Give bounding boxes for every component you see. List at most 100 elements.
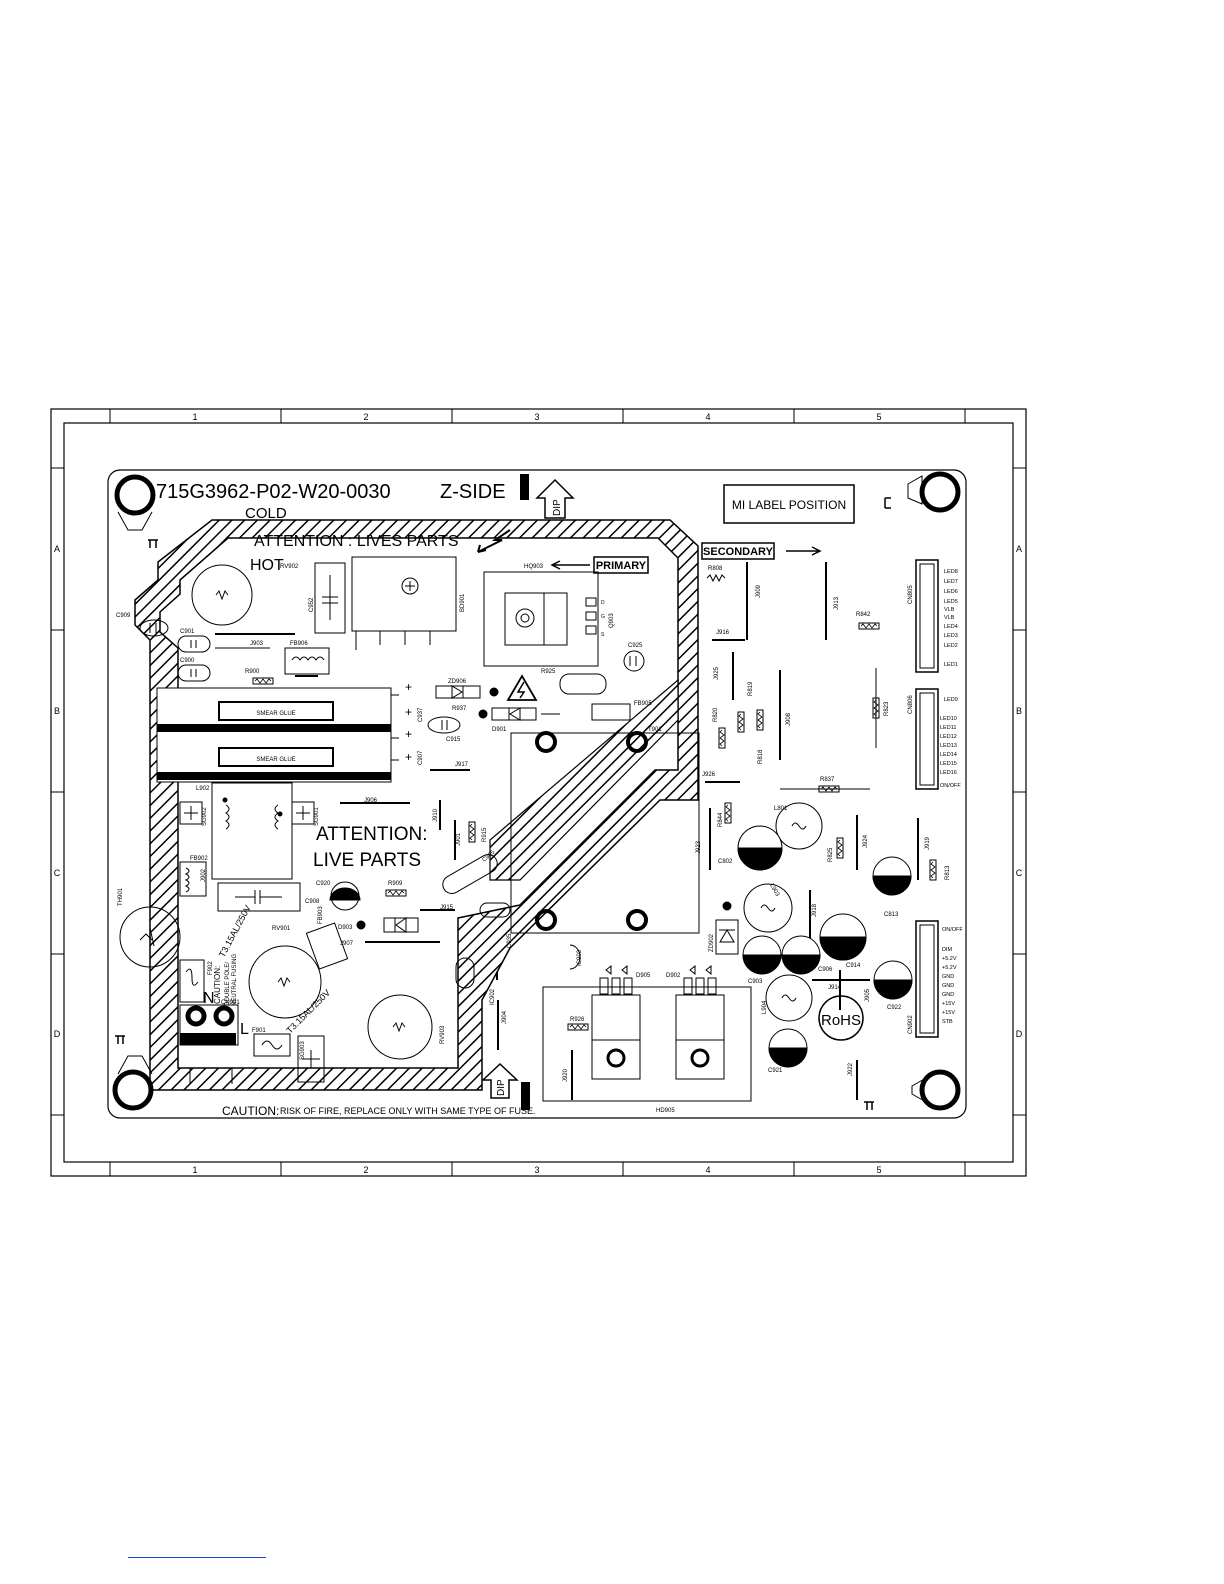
cn902-pin: ON/OFF: [942, 927, 963, 933]
ref-sg902: SG902: [202, 807, 208, 826]
ref-c915: C915: [446, 737, 461, 743]
ref-t901: T901: [648, 727, 662, 733]
ref-d901: D901: [492, 727, 507, 733]
secondary-label: SECONDARY: [703, 546, 774, 558]
grid-labels: 1 2 3 4 5 1 2 3 4 5 A B C D A B C D: [54, 412, 1023, 1175]
heatsink-hq903: [483, 571, 599, 667]
cn806-pin: LED13: [940, 743, 957, 749]
frame: [50, 408, 1027, 1177]
caution-fuse-3: NEUTRAL FUSING: [232, 954, 238, 1006]
cn805-pin: LED1: [944, 662, 958, 668]
cn902-pin: +15V: [942, 1010, 955, 1016]
ref-cn901: CN901: [221, 1000, 240, 1006]
ref-c921: C921: [768, 1068, 783, 1074]
svg-text:+: +: [405, 680, 412, 694]
ref-j903: J903: [250, 641, 264, 647]
cn805-pin: VLB: [944, 607, 955, 613]
ref-fb903: FB903: [318, 906, 324, 924]
caution-bottom-text: RISK OF FIRE, REPLACE ONLY WITH SAME TYP…: [280, 1106, 536, 1116]
ref-c900: C900: [180, 658, 195, 664]
ref-j917: J917: [455, 762, 469, 768]
cn805-pin: LED4: [944, 624, 958, 630]
inductor-l801: [775, 802, 823, 850]
rohs-badge: [818, 995, 864, 1041]
smear-glue-label-1: SMEAR GLUE: [256, 711, 295, 717]
svg-text:+: +: [405, 727, 412, 741]
cn902-pin: GND: [942, 992, 954, 998]
col-label-3-bottom: 3: [534, 1165, 539, 1175]
ref-d905: D905: [636, 973, 651, 979]
primary-box: [593, 556, 649, 574]
attention-mid-1: ATTENTION:: [316, 824, 428, 845]
ref-j924: J924: [863, 834, 869, 848]
ref-fb906: FB906: [290, 641, 308, 647]
fuse-rating-2: T3.15AL/250V: [284, 988, 332, 1036]
ref-r825: R825: [828, 847, 834, 862]
inductor-l903: [743, 883, 793, 933]
ref-l904: L904: [762, 1000, 768, 1014]
col-label-2-top: 2: [363, 412, 368, 422]
ref-r900: R900: [245, 669, 260, 675]
ref-zd906: ZD906: [448, 679, 467, 685]
ref-r823: R823: [884, 701, 890, 716]
row-label-d-left: D: [54, 1029, 61, 1039]
ref-zd902: ZD902: [709, 933, 715, 952]
cn902-pin: +5.2V: [942, 965, 957, 971]
cn805-pin: LED8: [944, 569, 958, 575]
dip-label: DIP: [552, 499, 563, 516]
cn902-pin: STB: [942, 1019, 953, 1025]
caution-bottom-title: CAUTION:: [222, 1104, 279, 1118]
ref-r837: R837: [820, 777, 835, 783]
primary-label: PRIMARY: [596, 560, 647, 572]
cn806-pin: LED16: [940, 770, 957, 776]
varistor-rv902: [191, 564, 253, 626]
varistor-rv901: [248, 945, 322, 1019]
ref-j922: J922: [848, 1062, 854, 1076]
ref-l801: L801: [774, 806, 788, 812]
varistor-rv903: [367, 994, 433, 1060]
mi-label-position: MI LABEL POSITION: [732, 498, 846, 512]
ref-rv902: RV902: [280, 564, 299, 570]
ref-d902: D902: [666, 973, 681, 979]
ref-r818: R818: [758, 749, 764, 764]
ref-fb902: FB902: [190, 856, 208, 862]
ref-r915: R915: [482, 827, 488, 842]
ref-f901: F901: [252, 1028, 266, 1034]
connector-cn902: [915, 920, 939, 1038]
ref-c903: C903: [748, 979, 763, 985]
ref-c925: C925: [628, 643, 643, 649]
ref-c813: C813: [884, 912, 899, 918]
screw-icon: [115, 1035, 125, 1044]
screw-icon: [864, 1101, 874, 1110]
ref-bd901: BD901: [460, 593, 466, 612]
col-label-2-bottom: 2: [363, 1165, 368, 1175]
standoffs: [117, 475, 927, 1103]
mi-label-box: [723, 484, 855, 524]
col-label-4-top: 4: [705, 412, 710, 422]
secondary-arrow: [786, 546, 822, 556]
row-label-c-left: C: [54, 868, 61, 878]
ref-ic903: IC903: [577, 949, 583, 966]
caution-fuse-2: DOUBLE POLE/: [225, 962, 231, 1006]
ref-r909: R909: [388, 881, 403, 887]
cn805-pin-labels: LED8 LED7 LED6 LED5 VLB VLB LED4 LED3 LE…: [944, 569, 958, 668]
cn806-pin: LED10: [940, 716, 957, 722]
cn805-pin: LED3: [944, 633, 958, 639]
fuse-f901: [253, 1033, 291, 1057]
ref-j901: J901: [456, 832, 462, 846]
ref-r925: R925: [541, 669, 556, 675]
cn805-pin: LED6: [944, 589, 958, 595]
component-labels: RV902 C952 BD901 HQ903 Q903 C909 C901 C9…: [116, 564, 951, 1114]
cn806-pin: LED14: [940, 752, 957, 758]
board-outline: [107, 469, 967, 1119]
ref-r842: R842: [856, 612, 871, 618]
ref-hd905: HD905: [656, 1108, 675, 1114]
output-connectors: [915, 559, 939, 1038]
ref-l903: L903: [768, 883, 780, 898]
transformer-t901: [510, 731, 700, 934]
secondary-parts: [705, 562, 937, 1100]
ref-hq903: HQ903: [524, 564, 544, 570]
ref-c922: C922: [887, 1005, 902, 1011]
smear-glue-area: SMEAR GLUE SMEAR GLUE + + + +: [156, 680, 412, 783]
